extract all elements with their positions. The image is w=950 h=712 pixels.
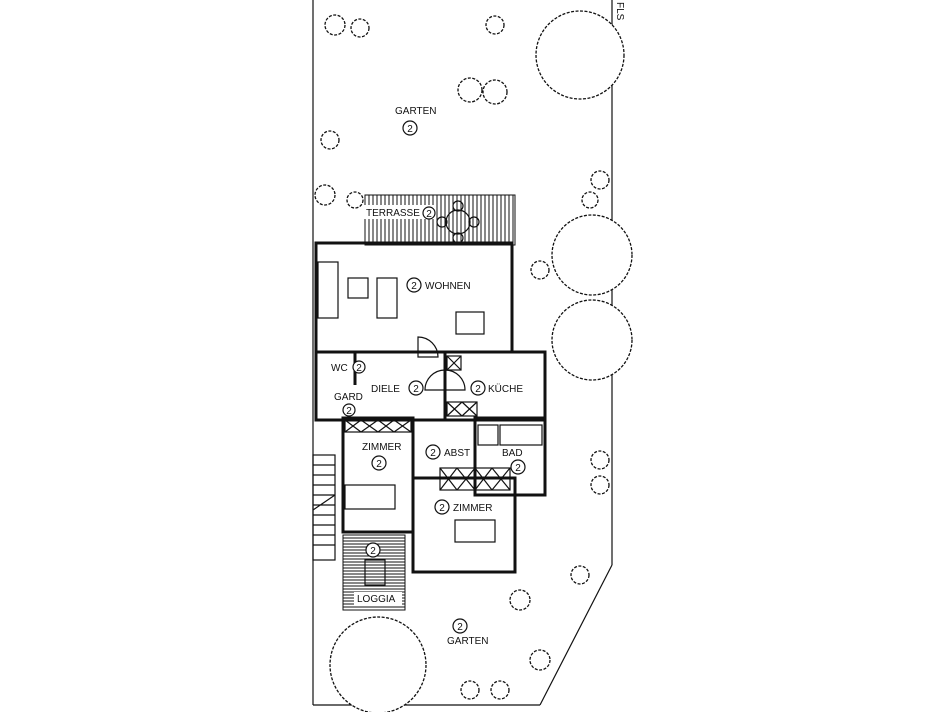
room-label-bad: BAD 2: [502, 448, 526, 475]
svg-text:ABST: ABST: [444, 448, 470, 459]
shower: [477, 424, 499, 446]
room-label-kueche: 2 KÜCHE: [470, 380, 523, 396]
room-label-zimmer-2: 2 ZIMMER: [434, 499, 492, 515]
stairs: [312, 454, 336, 561]
terrace-deck: [364, 194, 516, 246]
room-label-wohnen: 2 WOHNEN: [406, 277, 471, 293]
tree: [329, 616, 427, 712]
parcel-label: FLS: [614, 2, 625, 21]
tree: [551, 214, 633, 296]
wardrobe: [439, 467, 511, 491]
svg-text:2: 2: [475, 384, 481, 395]
shrub: [485, 15, 505, 35]
svg-text:2: 2: [407, 124, 413, 135]
svg-text:2: 2: [430, 448, 436, 459]
shrub: [482, 79, 508, 105]
shrub: [509, 589, 531, 611]
door-swing: [417, 336, 439, 358]
tree: [551, 299, 633, 381]
shrub: [460, 680, 480, 700]
furniture: [317, 261, 543, 543]
room-label-gard: GARD 2: [334, 392, 363, 417]
svg-text:GARTEN: GARTEN: [447, 636, 489, 647]
loggia-table: [364, 559, 386, 586]
shrub: [530, 260, 550, 280]
kitchen-cabinet: [446, 355, 462, 371]
svg-text:TERRASSE: TERRASSE: [366, 208, 420, 219]
shrub: [350, 18, 370, 38]
svg-text:2: 2: [515, 463, 521, 474]
svg-text:2: 2: [411, 281, 417, 292]
sofa: [376, 277, 398, 319]
svg-text:ZIMMER: ZIMMER: [453, 503, 492, 514]
room-label-zimmer-1: ZIMMER 2: [362, 442, 401, 471]
bathtub: [499, 424, 543, 446]
sofa: [317, 261, 339, 319]
tree: [535, 10, 625, 100]
shrub: [314, 184, 336, 206]
shrub: [590, 450, 610, 470]
wardrobe: [344, 419, 412, 433]
shrub: [324, 14, 346, 36]
shrub: [346, 191, 364, 209]
shrub: [320, 130, 340, 150]
room-label-wc: WC 2: [331, 360, 366, 374]
room-label-loggia: 2 LOGGIA: [354, 542, 402, 605]
room-label-diele: DIELE 2: [371, 380, 424, 396]
svg-text:2: 2: [439, 503, 445, 514]
svg-text:2: 2: [413, 384, 419, 395]
trees: [314, 10, 633, 712]
svg-text:GARD: GARD: [334, 392, 363, 403]
svg-text:DIELE: DIELE: [371, 384, 400, 395]
svg-text:2: 2: [376, 459, 382, 470]
shrub: [457, 77, 483, 103]
building-walls: [314, 241, 547, 574]
shrub: [490, 680, 510, 700]
svg-text:LOGGIA: LOGGIA: [357, 594, 396, 605]
bed: [454, 519, 496, 543]
kitchen-counter: [446, 401, 478, 417]
svg-text:2: 2: [457, 622, 463, 633]
room-label-terrasse: TERRASSE 2: [363, 205, 436, 220]
coffee-table: [347, 277, 369, 299]
shrub: [570, 565, 590, 585]
dining-table: [455, 311, 485, 335]
shrub: [581, 191, 599, 209]
room-label-garten-top: GARTEN 2: [395, 106, 437, 136]
shrub: [529, 649, 551, 671]
svg-text:2: 2: [346, 406, 352, 417]
svg-text:2: 2: [356, 363, 362, 374]
shrub: [590, 170, 610, 190]
svg-text:WC: WC: [331, 363, 348, 374]
room-label-garten-bottom: 2 GARTEN: [447, 618, 489, 647]
svg-text:KÜCHE: KÜCHE: [488, 383, 523, 395]
svg-text:ZIMMER: ZIMMER: [362, 442, 401, 453]
svg-text:BAD: BAD: [502, 448, 523, 459]
svg-text:2: 2: [370, 546, 376, 557]
svg-text:GARTEN: GARTEN: [395, 106, 437, 117]
shrub: [590, 475, 610, 495]
room-label-abst: 2 ABST: [425, 444, 470, 460]
svg-text:WOHNEN: WOHNEN: [425, 281, 471, 292]
bed: [344, 484, 396, 510]
svg-text:2: 2: [426, 209, 432, 220]
